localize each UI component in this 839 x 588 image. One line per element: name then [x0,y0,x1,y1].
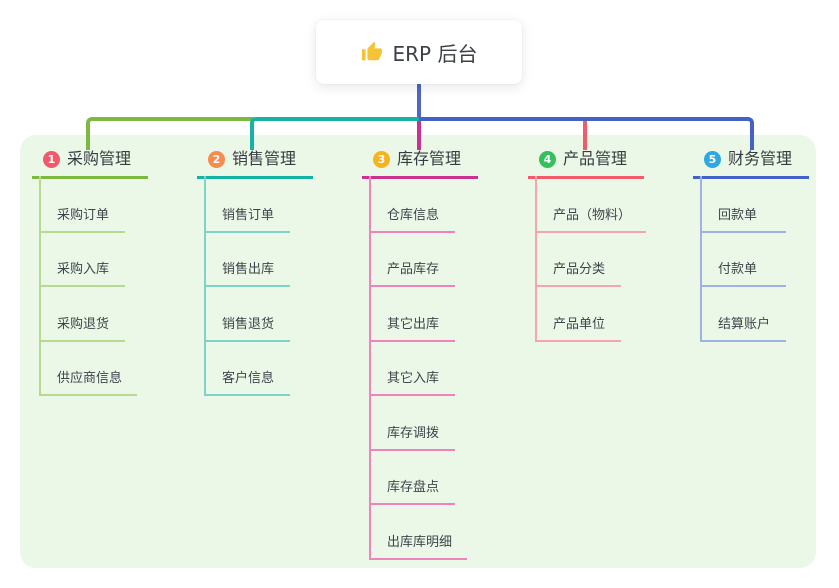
connector-branch-2 [250,117,419,150]
child-node[interactable]: 其它出库 [369,287,455,342]
branch-children: 产品（物料）产品分类产品单位 [535,178,647,342]
branch-label: 库存管理 [397,149,462,168]
priority-3-badge: 3 [373,150,390,168]
priority-5-badge: 5 [704,150,721,168]
branch-children: 销售订单销售出库销售退货客户信息 [204,178,290,396]
child-node[interactable]: 回款单 [700,178,786,233]
branch-spine [700,176,702,342]
child-node[interactable]: 产品分类 [535,233,621,287]
child-node[interactable]: 结算账户 [700,287,786,342]
branch-product: 4 产品管理 产品（物料）产品分类产品单位 [528,148,647,342]
branch-children: 回款单付款单结算账户 [700,178,786,342]
child-node[interactable]: 库存调拨 [369,396,455,451]
branch-spine [535,176,537,342]
root-node[interactable]: ERP 后台 [316,20,522,84]
priority-4-badge: 4 [539,150,556,168]
connector-branch-5 [419,117,754,150]
connector-branch-1 [86,117,254,150]
branch-sales: 2 销售管理 销售订单销售出库销售退货客户信息 [197,148,313,396]
child-node[interactable]: 销售出库 [204,233,290,287]
branch-label: 采购管理 [67,149,132,168]
branch-children: 仓库信息产品库存其它出库其它入库库存调拨库存盘点出库库明细 [369,178,468,560]
child-node[interactable]: 产品单位 [535,287,621,342]
branch-header[interactable]: 4 产品管理 [528,148,644,179]
branch-purchase: 1 采购管理 采购订单采购入库采购退货供应商信息 [32,148,148,396]
branch-label: 财务管理 [728,149,793,168]
branch-label: 产品管理 [563,149,628,168]
child-node[interactable]: 采购入库 [39,233,125,287]
child-node[interactable]: 采购退货 [39,287,125,342]
branch-header[interactable]: 2 销售管理 [197,148,313,179]
priority-1-badge: 1 [43,150,60,168]
child-node[interactable]: 销售订单 [204,178,290,233]
child-node[interactable]: 库存盘点 [369,451,455,505]
child-node[interactable]: 其它入库 [369,342,455,396]
child-node[interactable]: 采购订单 [39,178,125,233]
branch-inventory: 3 库存管理 仓库信息产品库存其它出库其它入库库存调拨库存盘点出库库明细 [362,148,478,560]
branch-children: 采购订单采购入库采购退货供应商信息 [39,178,138,396]
child-node[interactable]: 产品库存 [369,233,455,287]
mindmap-panel [20,135,816,568]
child-node[interactable]: 销售退货 [204,287,290,342]
child-node[interactable]: 仓库信息 [369,178,455,233]
branch-finance: 5 财务管理 回款单付款单结算账户 [693,148,809,342]
child-node[interactable]: 客户信息 [204,342,290,396]
root-connector-line [417,84,421,119]
thumbs-up-icon [361,41,382,61]
root-title: ERP 后台 [392,41,478,66]
child-node[interactable]: 付款单 [700,233,786,287]
branch-label: 销售管理 [232,149,297,168]
child-node[interactable]: 出库库明细 [369,505,468,560]
connector-branch-3 [417,121,421,150]
connector-branch-4 [583,121,587,150]
branch-spine [369,176,371,560]
branch-header[interactable]: 1 采购管理 [32,148,148,179]
branch-header[interactable]: 5 财务管理 [693,148,809,179]
child-node[interactable]: 产品（物料） [535,178,647,233]
branch-header[interactable]: 3 库存管理 [362,148,478,179]
child-node[interactable]: 供应商信息 [39,342,138,396]
priority-2-badge: 2 [208,150,225,168]
